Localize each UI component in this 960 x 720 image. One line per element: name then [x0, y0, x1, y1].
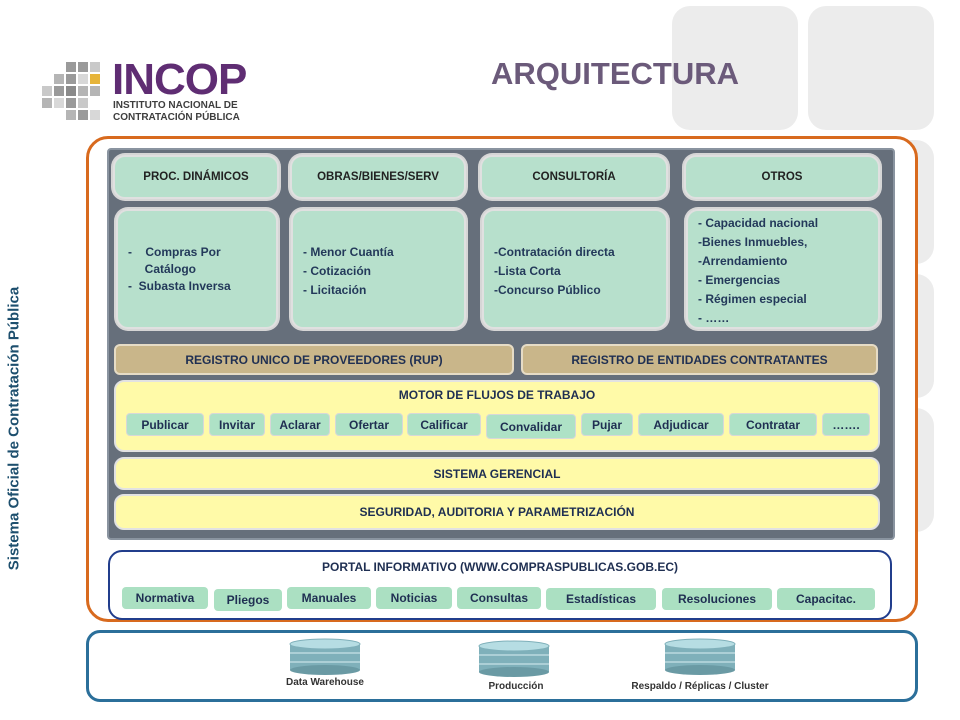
- list-proc-dinamicos: - Compras Por Catálogo - Subasta Inversa: [116, 209, 278, 329]
- step-pujar: Pujar: [581, 413, 633, 436]
- step-adjudicar: Adjudicar: [638, 413, 724, 436]
- list-item: - Régimen especial: [698, 292, 807, 306]
- step-aclarar: Aclarar: [270, 413, 330, 436]
- db-label-respaldo: Respaldo / Réplicas / Cluster: [631, 681, 769, 692]
- portal-item-consultas[interactable]: Consultas: [457, 587, 541, 609]
- portal-item-resoluciones[interactable]: Resoluciones: [662, 588, 772, 610]
- bg-tile: [672, 6, 798, 130]
- list-item: - Menor Cuantía: [303, 245, 394, 259]
- header-consultoria: CONSULTORÍA: [480, 155, 668, 199]
- list-item: - Emergencias: [698, 273, 781, 287]
- registry-entidades: REGISTRO DE ENTIDADES CONTRATANTES: [521, 344, 878, 375]
- list-item: - Subasta Inversa: [128, 279, 231, 293]
- list-item: -Concurso Público: [494, 283, 601, 297]
- list-item: -Bienes Inmuebles,: [698, 235, 808, 249]
- side-label: Sistema Oficial de Contratación Pública: [5, 286, 23, 571]
- sistema-gerencial: SISTEMA GERENCIAL: [114, 457, 880, 490]
- list-item: - Compras Por: [128, 245, 221, 259]
- portal-item-noticias[interactable]: Noticias: [376, 587, 452, 609]
- logo-subtitle-2: CONTRATACIÓN PÚBLICA: [113, 112, 240, 123]
- portal-item-capacitac[interactable]: Capacitac.: [777, 588, 875, 610]
- list-item: -Lista Corta: [494, 264, 561, 278]
- database-icon: [664, 638, 736, 675]
- portal-item-pliegos[interactable]: Pliegos: [214, 589, 282, 611]
- step-ofertar: Ofertar: [335, 413, 403, 436]
- motor-title: MOTOR DE FLUJOS DE TRABAJO: [398, 388, 596, 402]
- portal-item-manuales[interactable]: Manuales: [287, 587, 371, 609]
- list-obras-bienes: - Menor Cuantía - Cotización - Licitació…: [291, 209, 466, 329]
- list-item: -Contratación directa: [494, 245, 615, 259]
- step-convalidar: Convalidar: [486, 414, 576, 439]
- header-otros: OTROS: [684, 155, 880, 199]
- logo-subtitle-1: INSTITUTO NACIONAL DE: [113, 100, 238, 111]
- list-item: - Cotización: [303, 264, 371, 278]
- list-item: - Licitación: [303, 283, 367, 297]
- db-label-produccion: Producción: [488, 681, 544, 692]
- portal-title: PORTAL INFORMATIVO (WWW.COMPRASPUBLICAS.…: [322, 560, 678, 574]
- db-label-warehouse: Data Warehouse: [286, 677, 364, 688]
- step-invitar: Invitar: [209, 413, 265, 436]
- bg-tile: [808, 6, 934, 130]
- list-item: Catálogo: [128, 262, 197, 276]
- portal-item-estadisticas[interactable]: Estadísticas: [546, 588, 656, 610]
- seguridad-auditoria: SEGURIDAD, AUDITORIA Y PARAMETRIZACIÓN: [114, 494, 880, 530]
- page-title: ARQUITECTURA: [491, 56, 739, 91]
- list-consultoria: -Contratación directa -Lista Corta -Conc…: [482, 209, 668, 329]
- registry-rup: REGISTRO UNICO DE PROVEEDORES (RUP): [114, 344, 514, 375]
- step-contratar: Contratar: [729, 413, 817, 436]
- list-item: -Arrendamiento: [698, 254, 788, 268]
- list-otros: - Capacidad nacional -Bienes Inmuebles, …: [686, 209, 880, 329]
- list-item: - Capacidad nacional: [698, 216, 819, 230]
- step-publicar: Publicar: [126, 413, 204, 436]
- step-more: …….: [822, 413, 870, 436]
- logo-name: INCOP: [112, 55, 247, 104]
- step-calificar: Calificar: [407, 413, 481, 436]
- portal-item-normativa[interactable]: Normativa: [122, 587, 208, 609]
- list-item: - ……: [698, 311, 730, 325]
- database-icon: [478, 640, 550, 677]
- database-icon: [289, 638, 361, 675]
- header-obras-bienes: OBRAS/BIENES/SERV: [290, 155, 466, 199]
- header-proc-dinamicos: PROC. DINÁMICOS: [113, 155, 279, 199]
